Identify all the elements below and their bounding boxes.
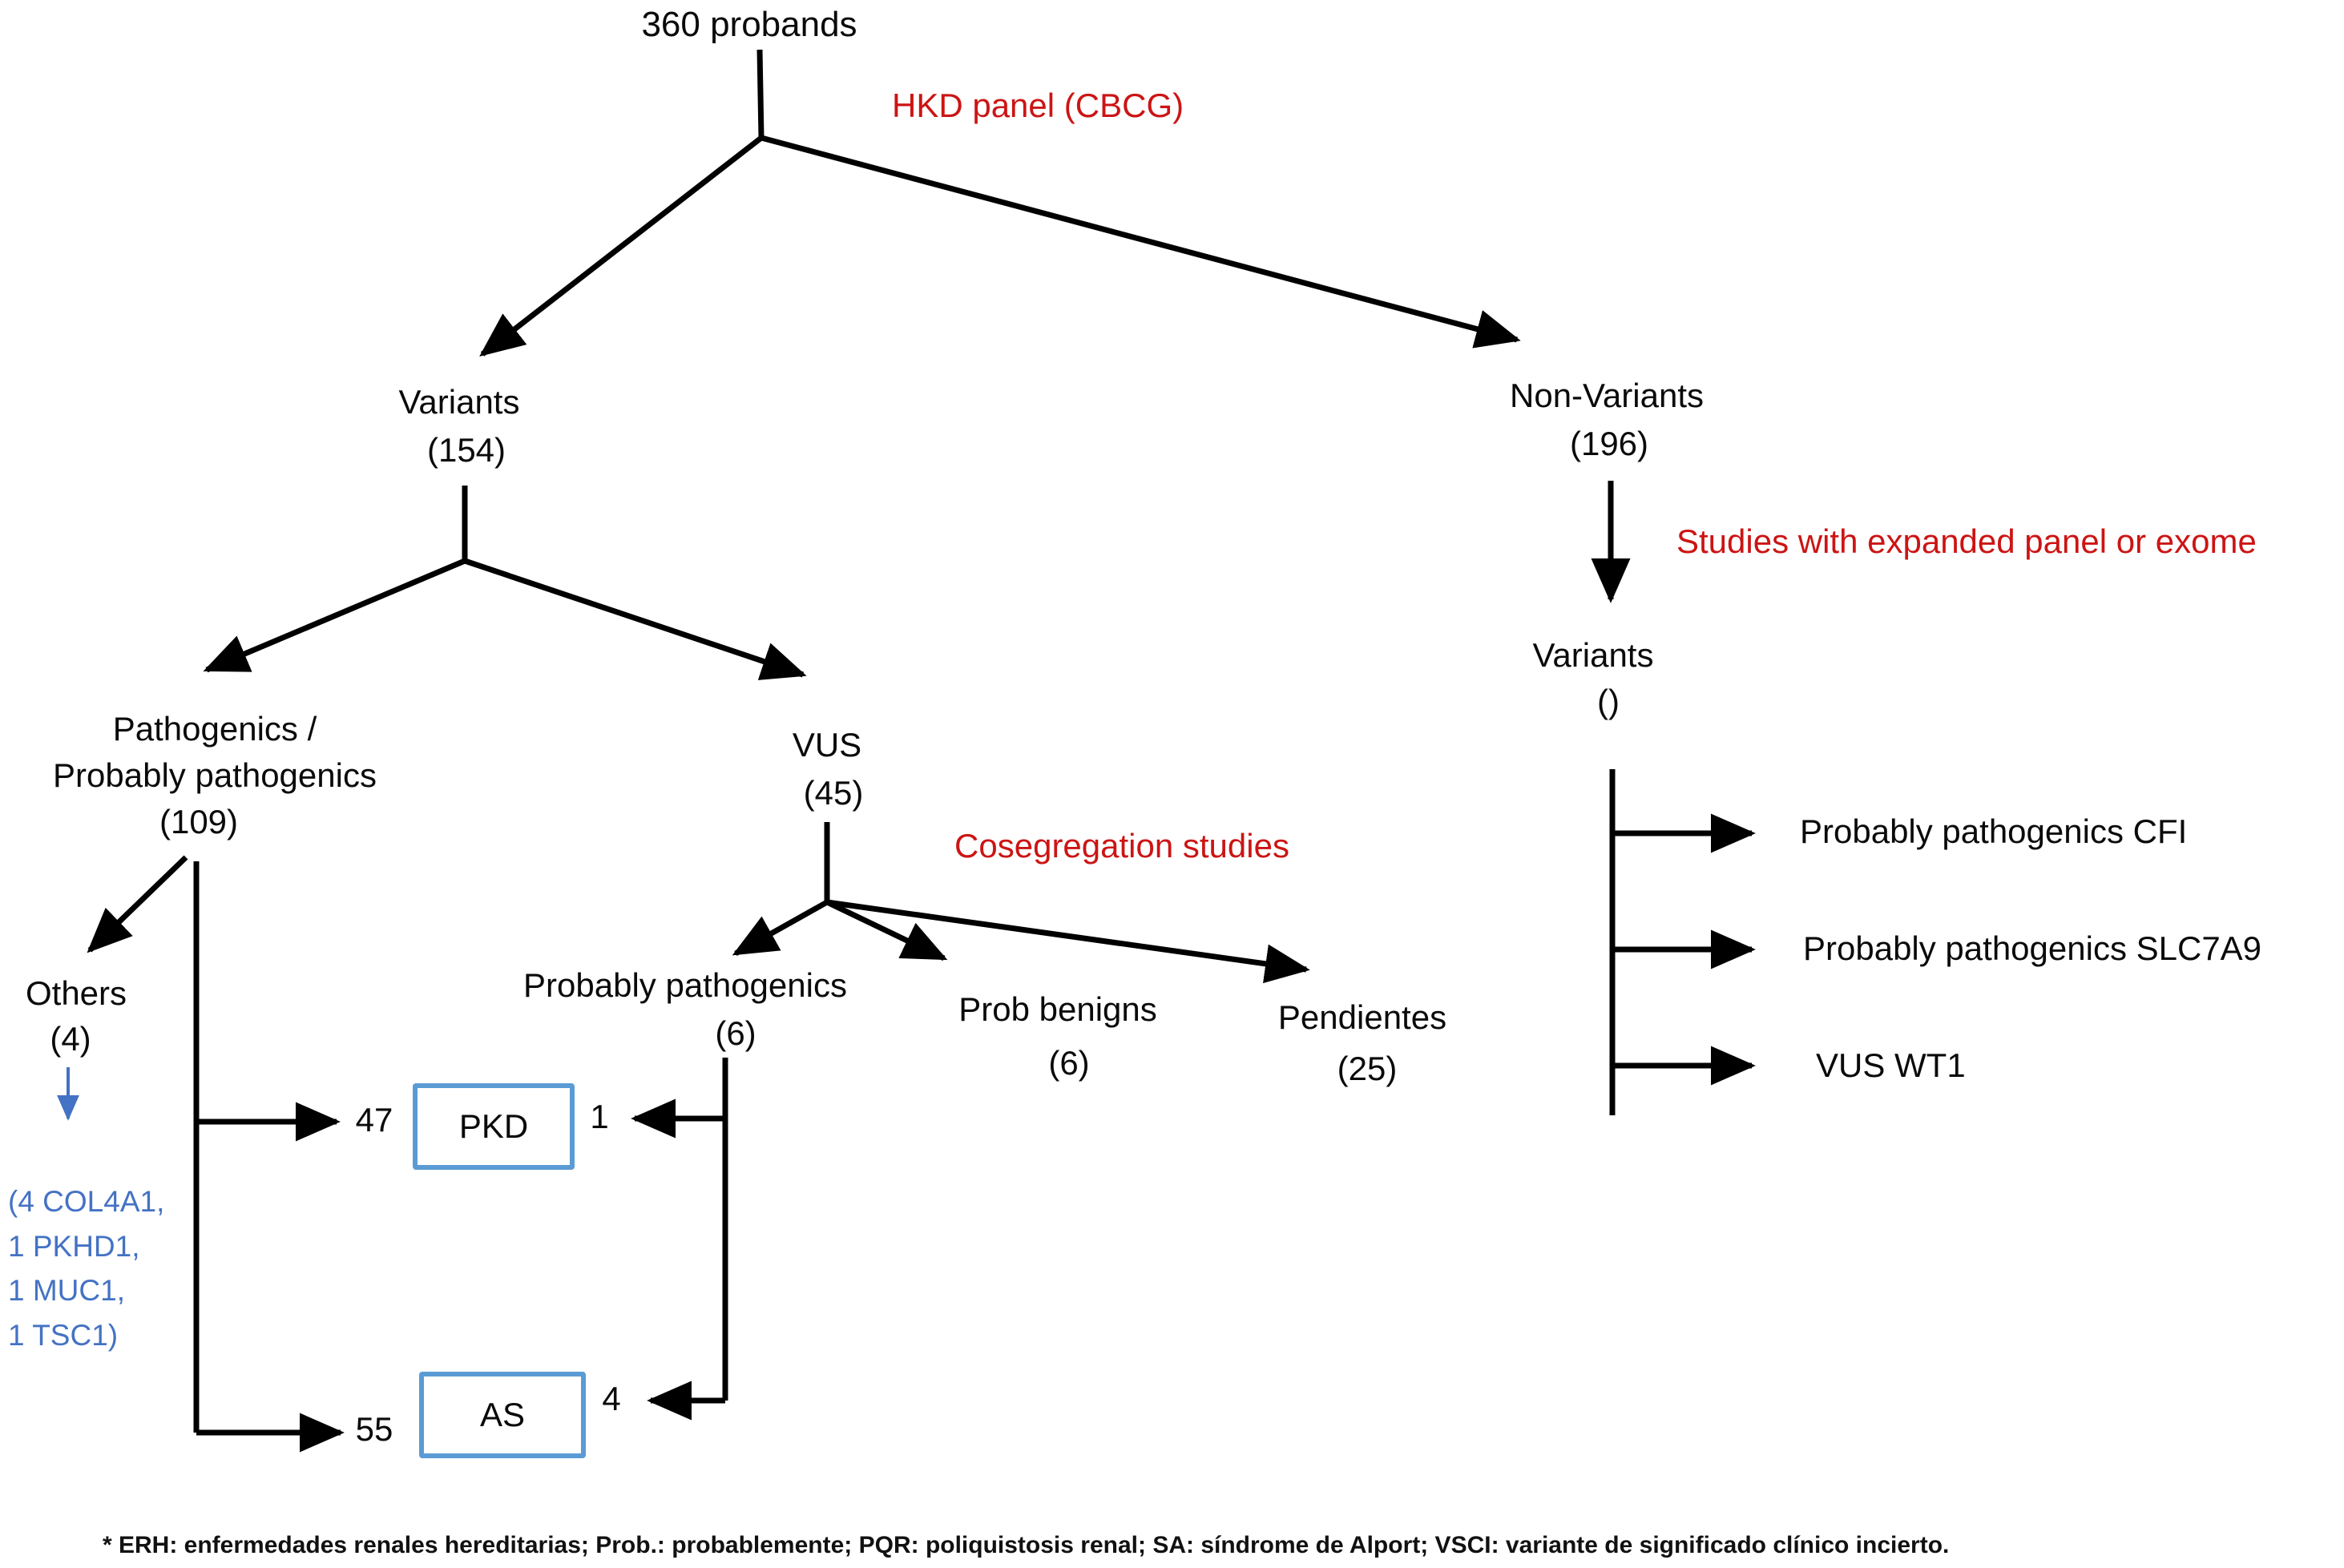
edge-pathogenics-to-others — [87, 855, 188, 953]
edge-root-to-variants — [479, 135, 764, 357]
non-variants-count: (196) — [1569, 425, 1649, 462]
expanded-panel-annotation: Studies with expanded panel or exome — [1676, 522, 2257, 560]
pkd-count-right: 1 — [590, 1098, 609, 1135]
pkd-count-left: 47 — [355, 1101, 393, 1139]
pathogenics-label-line1: Pathogenics / — [112, 710, 317, 748]
expanded-result-cfi: Probably pathogenics CFI — [1800, 812, 2188, 850]
prob-pathogenics-count: (6) — [715, 1014, 756, 1052]
others-detail-line-3: 1 MUC1, — [8, 1274, 125, 1307]
root-node-label: 360 probands — [641, 5, 857, 44]
others-label: Others — [25, 974, 127, 1012]
variants-count: (154) — [426, 431, 506, 469]
as-box: AS — [419, 1372, 586, 1458]
expanded-result-wt1: VUS WT1 — [1816, 1046, 1966, 1084]
hkd-panel-annotation: HKD panel (CBCG) — [892, 87, 1184, 124]
edge-root-to-nonvariants — [760, 135, 1521, 349]
pendientes-label: Pendientes — [1277, 998, 1447, 1036]
others-detail-line-4: 1 TSC1) — [8, 1318, 119, 1352]
others-gene-details: (4 COL4A1, 1 PKHD1, 1 MUC1, 1 TSC1) — [8, 1179, 164, 1357]
cosegregation-annotation: Cosegregation studies — [954, 827, 1289, 865]
others-detail-line-1: (4 COL4A1, — [8, 1185, 165, 1218]
edge-vus-to-pendientes — [826, 899, 1310, 984]
expanded-result-slc7a9: Probably pathogenics SLC7A9 — [1803, 929, 2262, 967]
vus-count: (45) — [803, 774, 864, 812]
edge-variants-to-pathogenics — [203, 558, 466, 673]
non-variants-label: Non-Variants — [1510, 377, 1704, 414]
footnote-legend: * ERH: enfermedades renales hereditarias… — [103, 1532, 1950, 1558]
edge-root-stub — [756, 49, 765, 139]
edge-variants-to-vus — [463, 558, 807, 680]
prob-benigns-count: (6) — [1048, 1044, 1090, 1082]
others-count: (4) — [50, 1020, 91, 1058]
edge-vus-to-probbenigns — [825, 899, 948, 961]
variants-expanded-count: () — [1597, 683, 1620, 720]
prob-pathogenics-label: Probably pathogenics — [523, 966, 847, 1004]
pendientes-count: (25) — [1337, 1050, 1398, 1087]
as-count-right: 4 — [602, 1380, 621, 1417]
prob-benigns-label: Prob benigns — [958, 990, 1157, 1028]
edge-vus-to-probpath — [732, 899, 829, 957]
vus-label: VUS — [792, 726, 862, 764]
others-detail-line-2: 1 PKHD1, — [8, 1229, 140, 1263]
pkd-label: PKD — [458, 1107, 529, 1145]
as-label: AS — [479, 1396, 526, 1433]
variants-expanded-label: Variants — [1532, 636, 1654, 674]
pathogenics-count: (109) — [159, 803, 239, 840]
pkd-box: PKD — [413, 1083, 575, 1170]
variants-label: Variants — [398, 383, 520, 421]
as-count-left: 55 — [355, 1410, 393, 1448]
pathogenics-label-line2: Probably pathogenics — [53, 756, 377, 794]
